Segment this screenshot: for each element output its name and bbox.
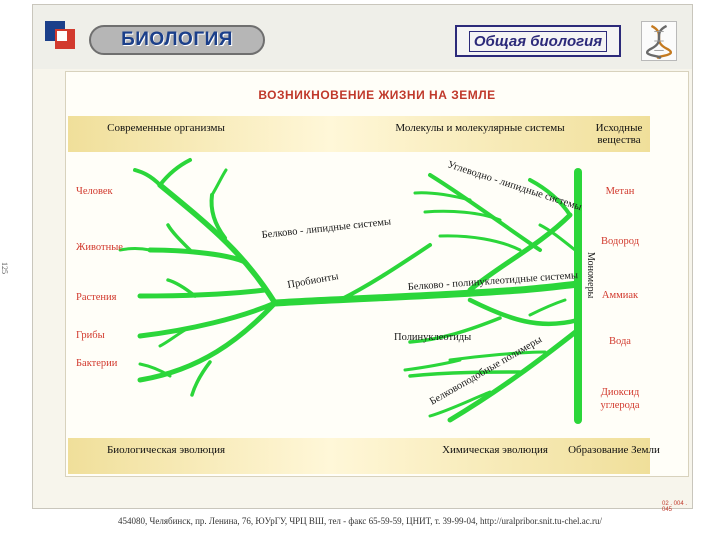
label-protein-lipid: Белково - липидные системы	[261, 216, 391, 241]
substance-water: Вода	[609, 336, 631, 347]
poster-frame: БИОЛОГИЯ Общая биология 02 . 004 . 045	[32, 4, 693, 513]
header-initial-substances: Исходные вещества	[595, 122, 643, 146]
substance-methane: Метан	[605, 186, 635, 197]
branch-upper-right	[467, 212, 573, 293]
subject-label: Общая биология	[468, 30, 608, 52]
substance-hydrogen: Водород	[600, 236, 640, 247]
organism-plants: Растения	[76, 292, 117, 303]
dna-icon	[641, 21, 677, 61]
substance-co2: Диоксид углерода	[600, 387, 640, 411]
header-molecules: Молекулы и молекулярные системы	[395, 122, 565, 134]
side-page-number: 125	[0, 262, 9, 274]
header-chem-evolution: Химическая эволюция	[442, 444, 548, 456]
top-header-band	[68, 116, 650, 152]
bottom-header-band	[68, 438, 650, 474]
footer-address: 454080, Челябинск, пр. Ленина, 76, ЮУрГУ…	[118, 516, 602, 526]
organism-human: Человек	[76, 186, 113, 197]
subject-box: Общая биология	[455, 25, 621, 57]
label-carb-lipid-1: Углеводно - липидные системы	[446, 159, 583, 213]
label-polynucleotides: Полинуклеотиды	[394, 332, 471, 343]
header-bio-evolution: Биологическая эволюция	[106, 444, 226, 456]
branch-lower-left	[137, 300, 278, 383]
label-monomers: Мономеры	[585, 252, 596, 299]
organism-animals: Животные	[76, 242, 123, 253]
branch-lower-right	[467, 297, 581, 327]
label-probionts: Пробионты	[287, 271, 340, 291]
header-earth-formation: Образование Земли	[568, 444, 660, 456]
diagram-code: 02 . 004 . 045	[662, 501, 688, 513]
branch-probionts-upper	[338, 243, 432, 302]
organism-bacteria: Бактерии	[76, 358, 118, 369]
logo-icon	[45, 21, 75, 49]
main-trunk	[271, 280, 582, 307]
branch-upper-left	[157, 182, 278, 306]
substance-ammonia: Аммиак	[601, 290, 639, 301]
header-modern-organisms: Современные организмы	[107, 122, 225, 134]
organism-fungi: Грибы	[76, 330, 105, 341]
brand-badge: БИОЛОГИЯ	[89, 25, 265, 55]
diagram-title: ВОЗНИКНОВЕНИЕ ЖИЗНИ НА ЗЕМЛЕ	[258, 88, 496, 102]
